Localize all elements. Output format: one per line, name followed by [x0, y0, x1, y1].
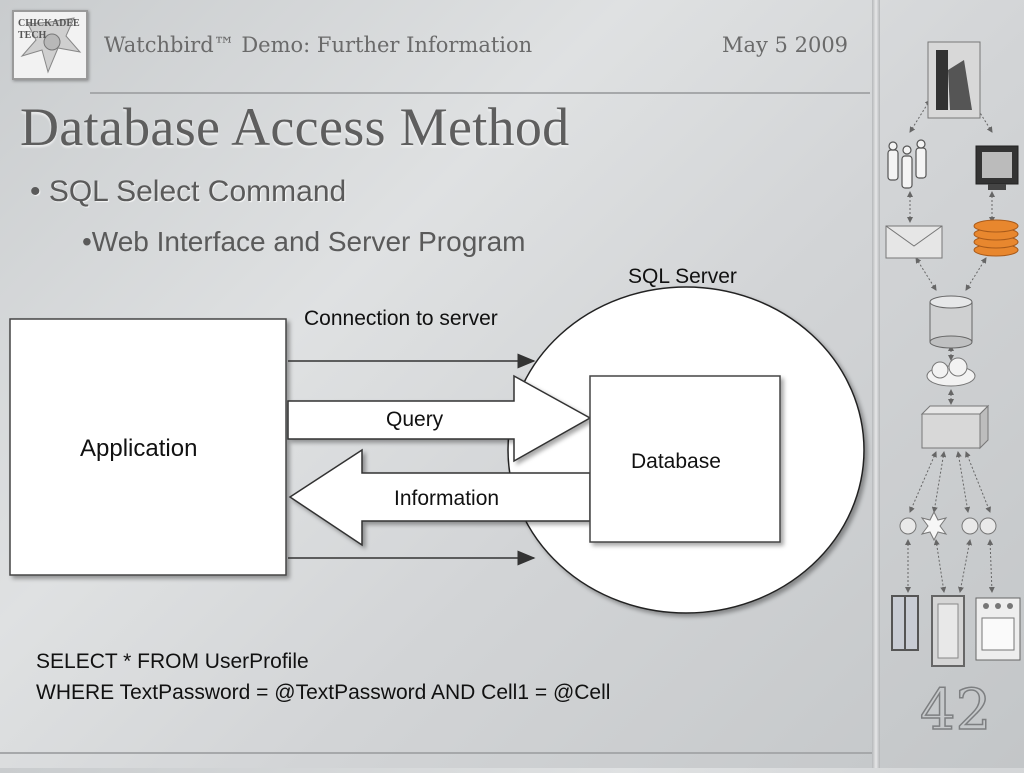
sql-code-line1: SELECT * FROM UserProfile — [36, 650, 309, 673]
window-icon — [891, 595, 919, 651]
cloud-icon — [926, 357, 976, 387]
chickadee-tech-logo: CHICKADEE TECH — [12, 10, 88, 80]
application-label: Application — [80, 435, 198, 462]
logo-text-line2: TECH — [18, 30, 47, 41]
page-number: 42 — [919, 677, 992, 744]
information-label: Information — [394, 487, 500, 510]
diagram-shapes — [9, 286, 865, 614]
bullet-web-interface: •Web Interface and Server Program — [82, 226, 526, 257]
slide: CHICKADEE TECH Watchbird™ Demo: Further … — [0, 10, 872, 754]
door-icon — [931, 595, 965, 667]
page-title: Database Access Method — [20, 97, 570, 157]
query-label: Query — [386, 408, 444, 431]
phones-icon — [887, 139, 927, 189]
logo-text-line1: CHICKADEE — [18, 18, 80, 29]
header-title: Watchbird™ Demo: Further Information — [104, 33, 533, 57]
database-cylinder-icon — [929, 295, 973, 349]
person-photo-icon — [927, 41, 981, 119]
sql-code-line2: WHERE TextPassword = @TextPassword AND C… — [36, 681, 611, 704]
database-label: Database — [631, 450, 721, 473]
computer-monitor-icon — [975, 145, 1019, 190]
side-illustration-panel: 42 — [880, 0, 1024, 768]
stove-icon — [975, 597, 1021, 661]
bird-logo-icon — [20, 17, 82, 74]
database-stack-icon — [973, 219, 1019, 257]
sensor-bulb-icon — [899, 510, 997, 542]
header-divider — [90, 92, 870, 94]
application-box — [9, 318, 287, 576]
envelope-icon — [885, 225, 943, 259]
side-network-graphic — [885, 41, 1021, 667]
footer-divider — [0, 752, 872, 754]
sql-code-block: SELECT * FROM UserProfile WHERE TextPass… — [36, 646, 610, 708]
connection-label: Connection to server — [304, 307, 498, 330]
sql-server-label: SQL Server — [628, 265, 737, 288]
header-date: May 5 2009 — [722, 33, 849, 57]
information-arrow — [288, 448, 591, 547]
query-arrow — [287, 374, 592, 463]
server-box-icon — [920, 404, 990, 450]
database-box — [589, 375, 781, 543]
side-divider — [872, 0, 880, 768]
database-access-diagram: Application SQL Server Connection to ser… — [0, 255, 872, 625]
bullet-sql-select: • SQL Select Command — [30, 175, 347, 208]
